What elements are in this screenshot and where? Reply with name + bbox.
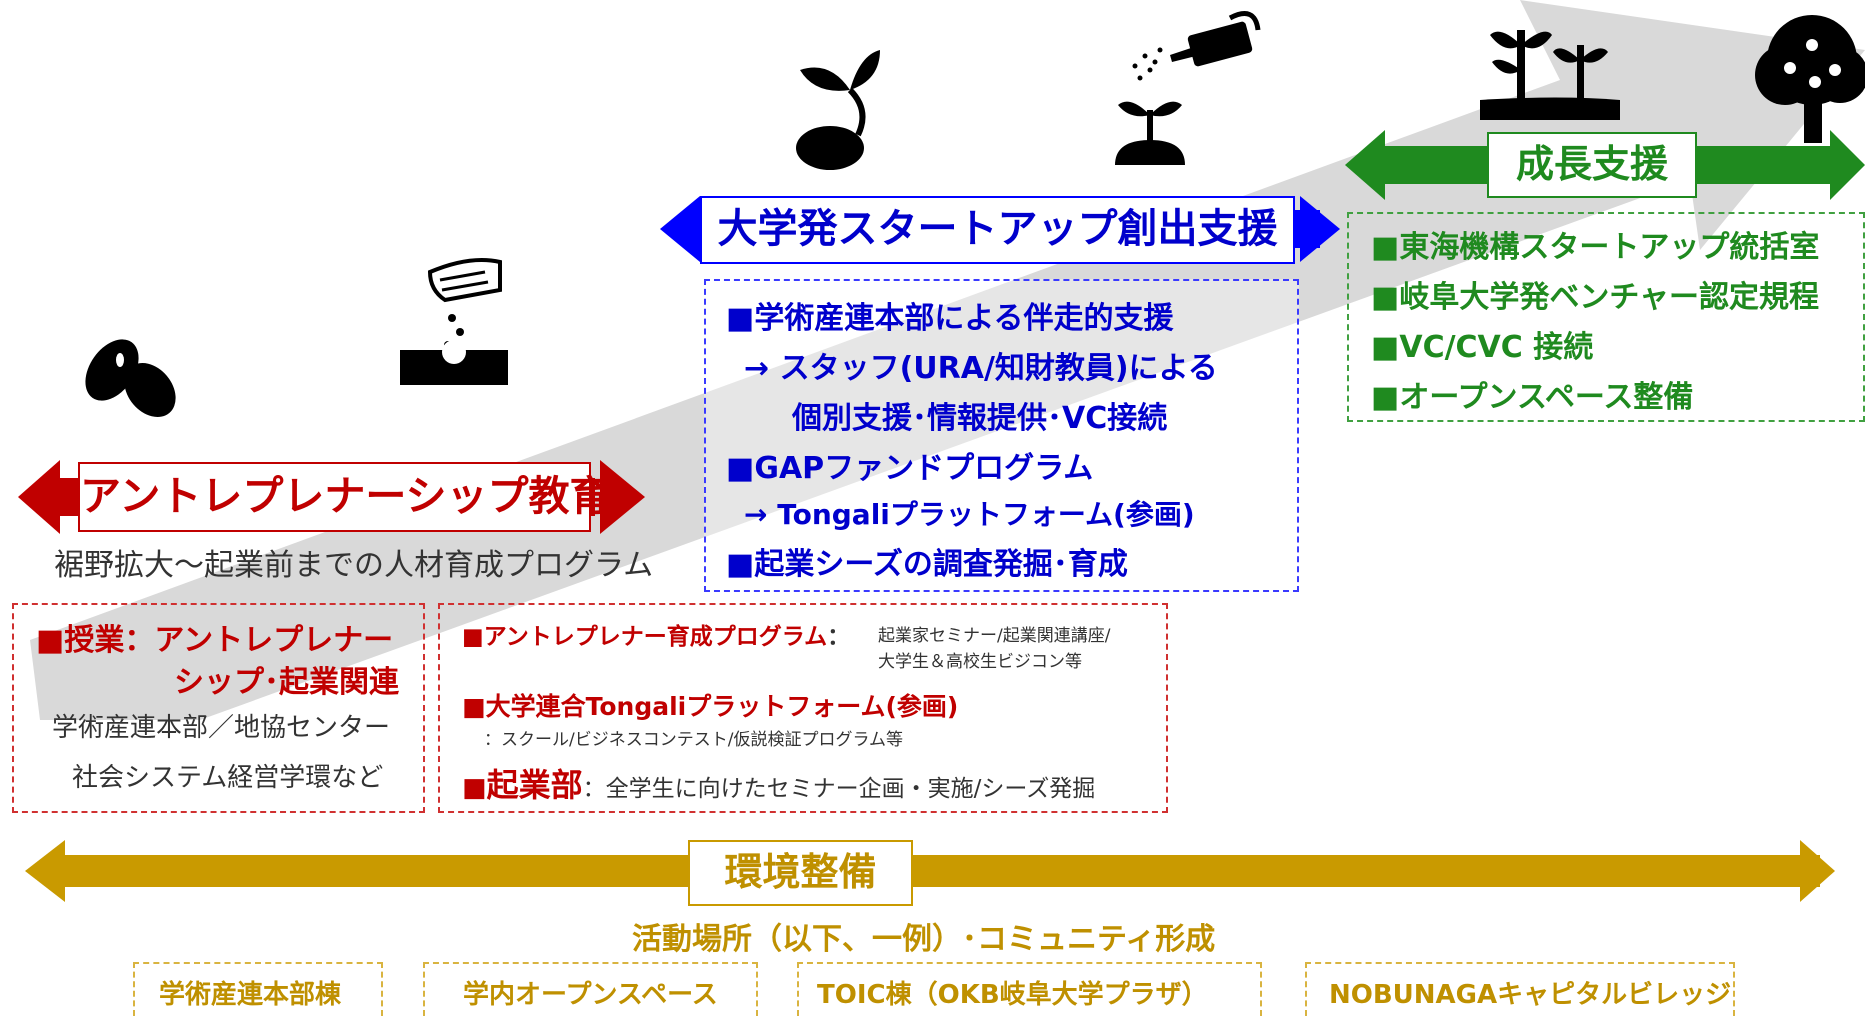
programs-box: ■アントレプレナー育成プログラム： 起業家セミナー/起業関連講座/ 大学生＆高校… xyxy=(438,603,1168,813)
program-item2-desc: ：スクール/ビジネスコンテスト/仮説検証プログラム等 xyxy=(484,730,903,750)
startup-item-2: → スタッフ(URA/知財教員)による xyxy=(744,351,1218,386)
program-item2-heading: ■大学連合Tongaliプラットフォーム(参画) xyxy=(462,692,959,721)
watering-can-icon xyxy=(1132,11,1261,81)
place-3: TOIC棟（OKB岐阜大学プラザ） xyxy=(797,962,1262,1016)
place-2: 学内オープンスペース xyxy=(423,962,758,1016)
growth-item-3: ■VC/CVC 接続 xyxy=(1371,330,1594,365)
place-1: 学術産連本部棟 xyxy=(133,962,383,1016)
startup-item-5: → Tongaliプラットフォーム(参画) xyxy=(744,498,1195,531)
gold-double-arrow xyxy=(25,840,1835,902)
place-4: NOBUNAGAキャピタルビレッジ xyxy=(1305,962,1735,1016)
classes-heading-line2: シップ･起業関連 xyxy=(174,665,399,700)
seedling-icon xyxy=(1115,101,1185,165)
classes-line1: 学術産連本部／地協センター xyxy=(52,713,391,743)
program-item1-desc-line2: 大学生＆高校生ビジコン等 xyxy=(878,652,1082,672)
beans-icon xyxy=(85,339,176,417)
program-item1-heading: ■アントレプレナー育成プログラム： xyxy=(462,624,851,650)
startup-item-4: ■GAPファンドプログラム xyxy=(726,451,1094,486)
growth-item-4: ■オープンスペース整備 xyxy=(1371,380,1694,415)
entrepreneurship-title: アントレプレナーシップ教育 xyxy=(78,462,611,532)
startup-item-6: ■起業シーズの調査発掘･育成 xyxy=(726,547,1128,582)
classes-box: ■授業：アントレプレナー シップ･起業関連 学術産連本部／地協センター 社会シス… xyxy=(12,603,425,813)
classes-heading-line1: 授業：アントレプレナー xyxy=(64,623,394,658)
sowing-hand-icon xyxy=(400,258,508,385)
fruit-tree-icon xyxy=(1755,15,1865,143)
program-item3: ■起業部：全学生に向けたセミナー企画・実施/シーズ発掘 xyxy=(462,766,1096,804)
classes-line2: 社会システム経営学環など xyxy=(72,763,384,793)
growth-item-2: ■岐阜大学発ベンチャー認定規程 xyxy=(1371,280,1820,315)
environment-subtitle: 活動場所（以下、一例）･コミュニティ形成 xyxy=(632,922,1216,957)
growth-box: ■東海機構スタートアップ統括室 ■岐阜大学発ベンチャー認定規程 ■VC/CVC … xyxy=(1347,212,1865,422)
startup-box: ■学術産連本部による伴走的支援 → スタッフ(URA/知財教員)による 個別支援… xyxy=(704,279,1299,592)
growth-title: 成長支援 xyxy=(1487,132,1697,198)
startup-item-3: 個別支援･情報提供･VC接続 xyxy=(792,401,1168,436)
startup-item-1: ■学術産連本部による伴走的支援 xyxy=(726,301,1174,336)
program-item1-desc-line1: 起業家セミナー/起業関連講座/ xyxy=(878,626,1111,646)
sprouting-seed-icon xyxy=(796,50,880,170)
startup-title: 大学発スタートアップ創出支援 xyxy=(700,196,1295,264)
entrepreneurship-subtitle: 裾野拡大～起業前までの人材育成プログラム xyxy=(54,548,654,583)
bullet: ■ xyxy=(36,623,65,658)
growing-plants-icon xyxy=(1480,30,1620,120)
growth-item-1: ■東海機構スタートアップ統括室 xyxy=(1371,230,1820,265)
environment-title: 環境整備 xyxy=(688,840,913,906)
